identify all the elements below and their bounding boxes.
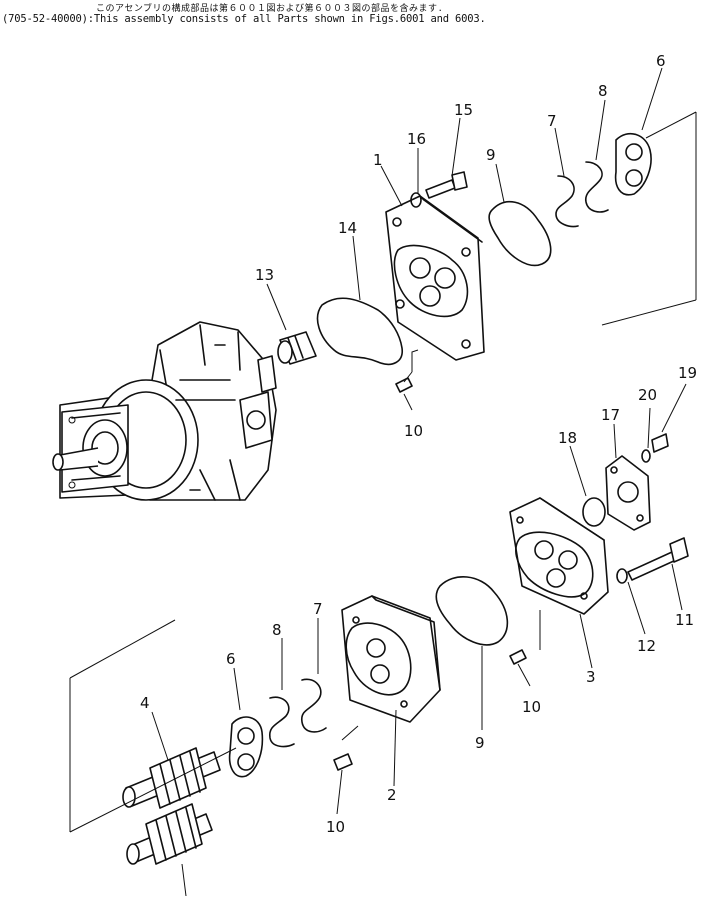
callout-6-upper: 6 — [656, 52, 666, 70]
part-9-gasket-lower — [435, 576, 509, 646]
part-15-bolt — [425, 171, 468, 199]
callout-7-lower: 7 — [313, 600, 323, 618]
part-13-bushing — [277, 331, 317, 365]
part-10-pin-upper — [395, 377, 413, 393]
guide-lines — [69, 111, 697, 833]
part-3-cover — [509, 497, 609, 615]
callout-7-upper: 7 — [547, 112, 557, 130]
part-10-pin-lower — [333, 753, 353, 771]
callout-17: 17 — [601, 406, 620, 424]
callout-6-lower: 6 — [226, 650, 236, 668]
part-8-clip-upper — [584, 161, 609, 213]
part-18-o-ring — [582, 497, 606, 527]
callout-11: 11 — [675, 611, 694, 629]
callout-9-upper: 9 — [486, 146, 496, 164]
part-16-washer — [410, 192, 422, 208]
callout-8-upper: 8 — [598, 82, 608, 100]
part-2-gear-case — [341, 595, 441, 723]
callout-14: 14 — [338, 219, 357, 237]
callout-3: 3 — [586, 668, 596, 686]
callout-20: 20 — [638, 386, 657, 404]
part-11-bolt — [627, 537, 689, 581]
leader-lines — [151, 67, 687, 815]
part-17-flange — [605, 455, 651, 531]
callout-10-upper: 10 — [404, 422, 423, 440]
part-6-plate-lower — [228, 716, 264, 778]
callout-2: 2 — [387, 786, 397, 804]
part-20-washer — [641, 449, 651, 463]
part-8-clip-lower — [268, 696, 295, 748]
callout-1: 1 — [373, 151, 383, 169]
header-english-note: (705-52-40000):This assembly consists of… — [2, 13, 486, 25]
callout-8-lower: 8 — [272, 621, 282, 639]
part-19-bolt — [651, 433, 669, 453]
callout-12: 12 — [637, 637, 656, 655]
part-14-gasket — [316, 297, 403, 366]
part-1-cover — [385, 195, 485, 361]
callout-9-lower: 9 — [475, 734, 485, 752]
part-12-washer — [616, 568, 628, 584]
part-7-clip-upper — [555, 175, 579, 228]
callout-16: 16 — [407, 130, 426, 148]
part-9-gasket-upper — [488, 200, 552, 267]
pump-body-assembly — [52, 321, 277, 501]
callout-4: 4 — [140, 694, 150, 712]
callout-15: 15 — [454, 101, 473, 119]
header-japanese-note: このアセンブリの構成部品は第６００１図および第６００３図の部品を含みます. — [96, 4, 444, 14]
part-10-pin-middle — [509, 649, 527, 665]
callout-numbers: 1 16 15 9 7 8 6 14 13 10 18 17 20 19 11 … — [140, 52, 697, 836]
part-4-gear-shaft — [122, 747, 221, 897]
part-6-plate-upper — [614, 132, 652, 196]
callout-10-lower: 10 — [326, 818, 345, 836]
callout-10-middle: 10 — [522, 698, 541, 716]
callout-19: 19 — [678, 364, 697, 382]
part-7-clip-lower — [300, 678, 327, 733]
callout-18: 18 — [558, 429, 577, 447]
callout-13: 13 — [255, 266, 274, 284]
